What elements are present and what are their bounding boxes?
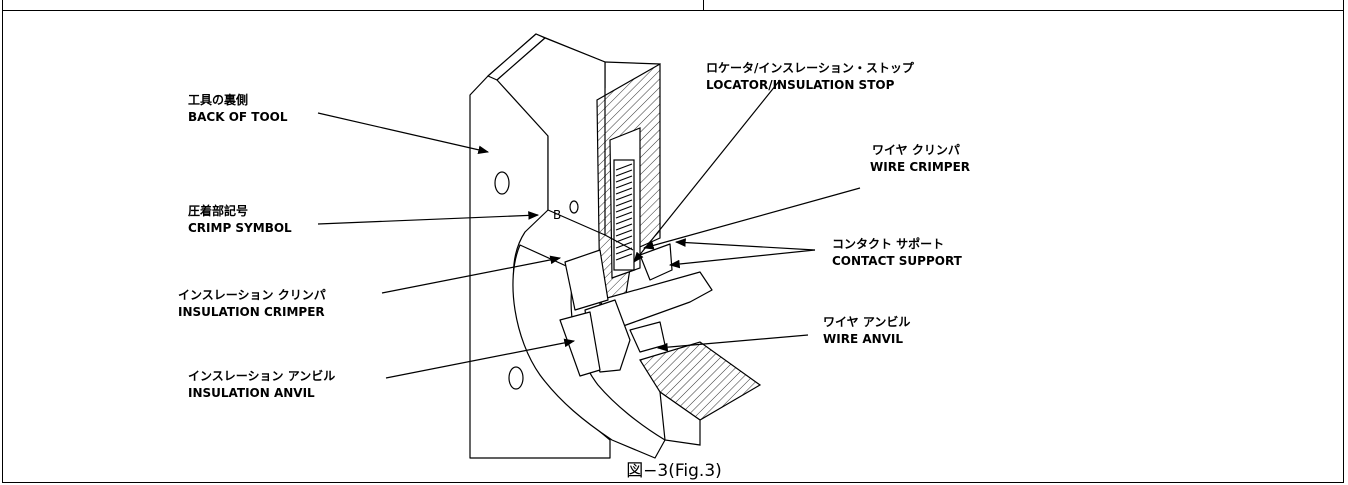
label-insulation-crimper-jp: インスレーション クリンパ [178,288,326,302]
tool-marking-text: B [553,208,561,222]
label-back-of-tool-en: BACK OF TOOL [188,110,288,124]
figure-caption: 図−3(Fig.3) [626,461,722,481]
label-insulation-anvil: インスレーション アンビル INSULATION ANVIL [188,368,335,402]
label-locator-stop: ロケータ/インスレーション・ストップ LOCATOR/INSULATION ST… [706,60,914,94]
label-insulation-crimper-en: INSULATION CRIMPER [178,305,325,319]
label-insulation-anvil-jp: インスレーション アンビル [188,369,336,383]
table-rule [2,10,1344,11]
label-crimp-symbol-en: CRIMP SYMBOL [188,221,292,235]
label-contact-support: コンタクト サポート CONTACT SUPPORT [832,236,962,270]
label-contact-support-en: CONTACT SUPPORT [832,254,962,268]
label-wire-anvil-jp: ワイヤ アンビル [823,315,911,329]
label-locator-stop-en: LOCATOR/INSULATION STOP [706,78,895,92]
label-wire-anvil-en: WIRE ANVIL [823,332,904,346]
label-crimp-symbol: 圧着部記号 CRIMP SYMBOL [188,203,292,237]
label-wire-crimper-en: WIRE CRIMPER [870,160,971,174]
label-crimp-symbol-jp: 圧着部記号 [188,204,249,218]
label-wire-crimper-jp: ワイヤ クリンパ [872,143,960,157]
label-insulation-anvil-en: INSULATION ANVIL [188,386,315,400]
label-wire-anvil: ワイヤ アンビル WIRE ANVIL [823,314,910,348]
label-contact-support-jp: コンタクト サポート [832,237,945,251]
label-back-of-tool: 工具の裏側 BACK OF TOOL [188,92,288,126]
label-wire-crimper: ワイヤ クリンパ WIRE CRIMPER [870,142,970,176]
label-locator-stop-jp: ロケータ/インスレーション・ストップ [706,61,914,75]
label-back-of-tool-jp: 工具の裏側 [188,93,249,107]
table-divider [703,0,704,11]
label-insulation-crimper: インスレーション クリンパ INSULATION CRIMPER [178,287,326,321]
